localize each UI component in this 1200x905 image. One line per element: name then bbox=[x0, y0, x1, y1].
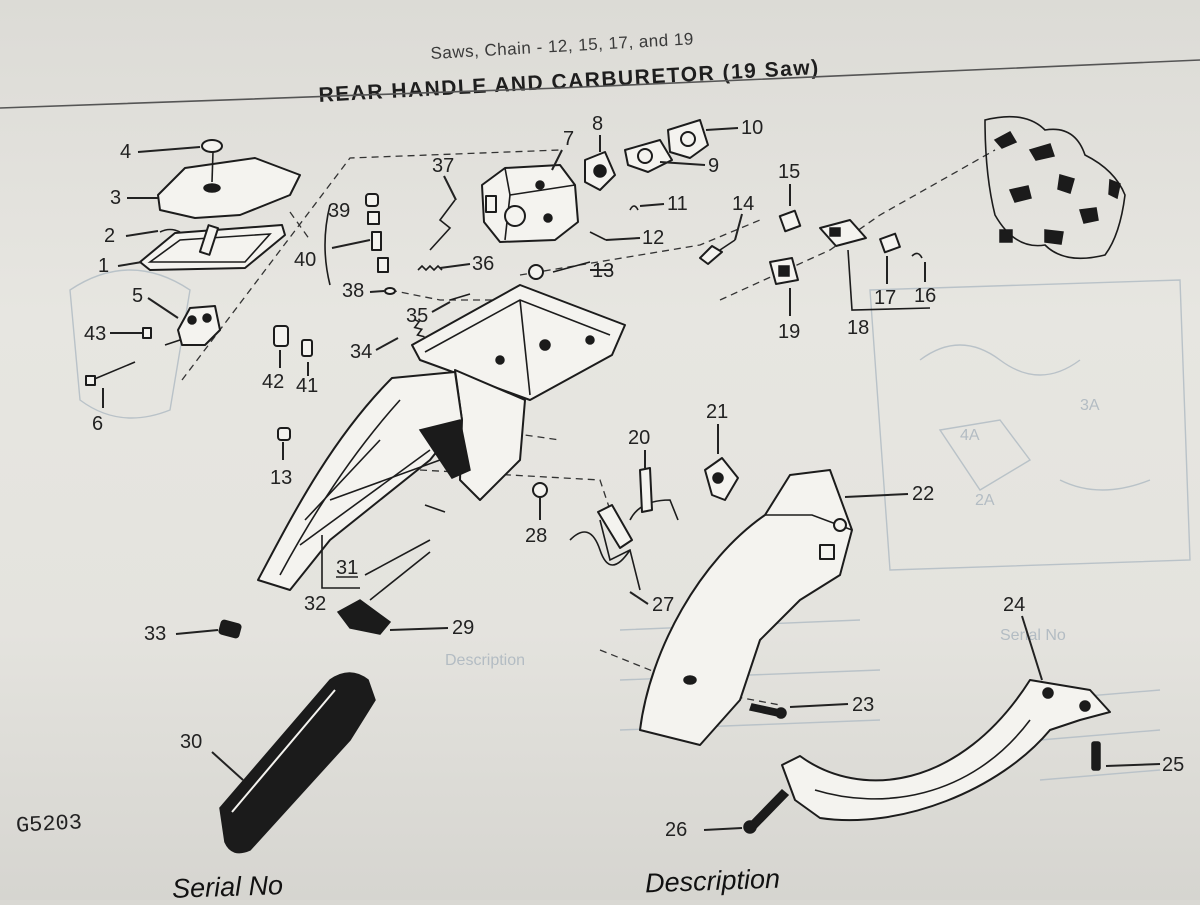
callout-label: 29 bbox=[452, 617, 474, 639]
part-bushings bbox=[324, 193, 396, 295]
part-handle-cover bbox=[639, 469, 853, 746]
callout-label: 27 bbox=[652, 594, 674, 616]
callout-label: 33 bbox=[144, 623, 166, 645]
callout-label: 20 bbox=[628, 427, 650, 449]
svg-text:Serial No: Serial No bbox=[1000, 627, 1066, 644]
callout-label: 18 bbox=[847, 317, 869, 339]
bleed-through-ghost: 4A 3A 2A Description Serial No bbox=[69, 269, 1191, 781]
callout-label: 12 bbox=[642, 227, 664, 249]
callout-label: 32 bbox=[304, 593, 326, 615]
column-header-description: Description bbox=[644, 863, 781, 899]
callout-label: 41 bbox=[296, 375, 318, 397]
figure-id: G5203 bbox=[15, 810, 83, 839]
callout-label: 13 bbox=[270, 467, 292, 489]
callout-label: 30 bbox=[180, 731, 202, 753]
svg-text:2A: 2A bbox=[975, 492, 995, 509]
callout-label: 31 bbox=[336, 557, 358, 579]
callout-label: 1 bbox=[98, 255, 109, 277]
part-carb-gaskets bbox=[584, 119, 709, 191]
callout-label: 23 bbox=[852, 694, 874, 716]
part-choke-plate bbox=[85, 305, 221, 386]
part-engine-block-fragment bbox=[984, 115, 1126, 260]
callout-label: 4 bbox=[120, 141, 131, 163]
callout-label: 43 bbox=[84, 323, 106, 345]
part-small-fasteners bbox=[218, 325, 313, 639]
part-handle-bar-screws bbox=[743, 741, 1101, 834]
callout-label: 6 bbox=[92, 413, 103, 435]
callout-label: 15 bbox=[778, 161, 800, 183]
svg-text:Description: Description bbox=[445, 652, 525, 669]
callout-label: 22 bbox=[912, 483, 934, 505]
callout-label: 25 bbox=[1162, 754, 1184, 776]
callout-label: 11 bbox=[667, 193, 688, 215]
callout-label: 24 bbox=[1003, 594, 1025, 616]
callout-label: 26 bbox=[665, 819, 687, 841]
callout-label: 9 bbox=[708, 155, 719, 177]
callout-label: 7 bbox=[563, 128, 574, 150]
callout-label: 42 bbox=[262, 371, 284, 393]
callout-label: 13 bbox=[592, 260, 614, 282]
callout-label: 39 bbox=[328, 200, 350, 222]
part-air-filter-cover bbox=[139, 139, 301, 271]
assembly-dashed-lines bbox=[181, 149, 996, 706]
svg-text:3A: 3A bbox=[1080, 397, 1100, 414]
callout-labels: 1 2 3 4 5 6 7 8 9 10 11 12 13 1 bbox=[84, 113, 1184, 841]
part-carb-fittings bbox=[528, 205, 639, 280]
callout-label: 38 bbox=[342, 280, 364, 302]
part-throttle-lever bbox=[321, 535, 431, 589]
part-carburetor bbox=[481, 164, 579, 243]
callout-label: 17 bbox=[874, 287, 896, 309]
callout-label: 8 bbox=[592, 113, 603, 135]
callout-label: 14 bbox=[732, 193, 754, 215]
callout-label: 2 bbox=[104, 225, 115, 247]
callout-label: 28 bbox=[525, 525, 547, 547]
callout-label: 5 bbox=[132, 285, 143, 307]
callout-label: 19 bbox=[778, 321, 800, 343]
part-handle-grip bbox=[219, 672, 376, 854]
part-ignition-components bbox=[532, 457, 739, 591]
callout-label: 21 bbox=[706, 401, 728, 423]
svg-text:4A: 4A bbox=[960, 427, 980, 444]
part-cover-screw bbox=[749, 703, 787, 719]
part-linkage-springs bbox=[413, 199, 471, 338]
part-handle-bar bbox=[781, 679, 1111, 822]
callout-label: 40 bbox=[294, 249, 316, 271]
part-rear-handle-housing bbox=[257, 284, 626, 591]
callout-label: 37 bbox=[432, 155, 454, 177]
callout-label: 10 bbox=[741, 117, 763, 139]
callout-label: 16 bbox=[914, 285, 936, 307]
callout-label: 34 bbox=[350, 341, 372, 363]
callout-label: 35 bbox=[406, 305, 428, 327]
callout-label: 36 bbox=[472, 253, 494, 275]
callout-label: 3 bbox=[110, 187, 121, 209]
part-throttle-trigger bbox=[336, 551, 431, 635]
part-fuel-pickup-and-block bbox=[699, 209, 931, 311]
